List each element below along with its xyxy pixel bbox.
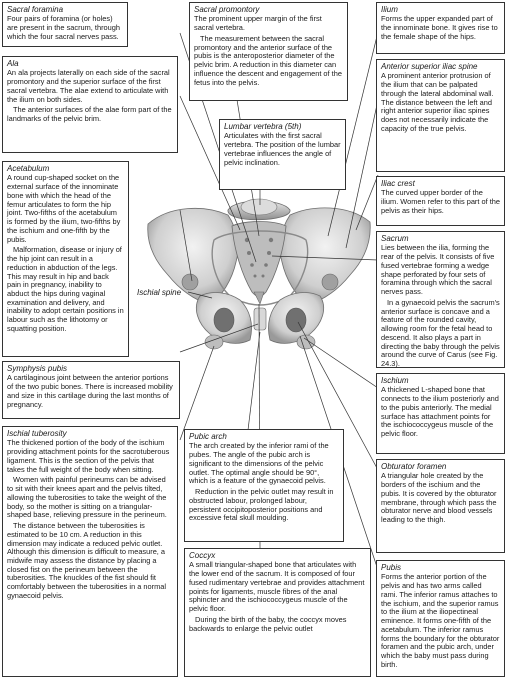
obturator-foramen-title: Obturator foramen — [381, 462, 447, 471]
callout-pubis: Pubis Forms the anterior portion of the … — [376, 560, 505, 677]
acetabulum-text-2: Malformation, disease or injury of the h… — [7, 245, 124, 333]
sacrum-text-1: Lies between the ilia, forming the rear … — [381, 243, 495, 297]
right-obturator-foramen-shape — [285, 307, 307, 333]
symphysis-pubis-text: A cartilaginous joint between the anteri… — [7, 373, 173, 409]
ischial-spine-label: Ischial spine — [137, 288, 182, 297]
ilium-text: Forms the upper expanded part of the inn… — [381, 14, 498, 41]
right-ilium-shape — [279, 207, 371, 306]
left-ilium-shape — [147, 207, 239, 306]
left-obturator-foramen-shape — [213, 307, 235, 333]
ischial-tuberosity-text-2: Women with painful perineums can be advi… — [7, 475, 167, 520]
callout-ala: Ala An ala projects laterally on each si… — [2, 56, 178, 153]
sacral-foramina-title: Sacral foramina — [7, 5, 64, 14]
acetabulum-text-1: A round cup-shaped socket on the externa… — [7, 173, 121, 244]
pubic-arch-text-1: The arch created by the inferior rami of… — [189, 441, 329, 486]
callout-sacral-foramina: Sacral foramina Four pairs of foramina (… — [2, 2, 128, 47]
asis-text: A prominent anterior protrusion of the i… — [381, 71, 494, 133]
ilium-title: Ilium — [381, 5, 398, 14]
callout-acetabulum: Acetabulum A round cup-shaped socket on … — [2, 161, 129, 357]
sacral-promontory-text-1: The prominent upper margin of the first … — [194, 14, 322, 33]
callout-pubic-arch: Pubic arch The arch created by the infer… — [184, 429, 344, 542]
ischial-tuberosity-text-1: The thickened portion of the body of the… — [7, 438, 170, 474]
symphysis-pubis-title: Symphysis pubis — [7, 364, 68, 373]
callout-iliac-crest: Iliac crest The curved upper border of t… — [376, 176, 505, 226]
sacrum-title: Sacrum — [381, 234, 409, 243]
pubis-text: Forms the anterior portion of the pelvis… — [381, 572, 500, 669]
obturator-foramen-text: A triangular hole created by the borders… — [381, 471, 497, 525]
iliac-crest-title: Iliac crest — [381, 179, 415, 188]
sacral-foramina-text: Four pairs of foramina (or holes) are pr… — [7, 14, 120, 41]
callout-symphysis-pubis: Symphysis pubis A cartilaginous joint be… — [2, 361, 180, 419]
callout-lumbar-vertebra: Lumbar vertebra (5th) Articulates with t… — [219, 119, 346, 190]
lumbar-vertebra-title: Lumbar vertebra (5th) — [224, 122, 302, 131]
callout-ischial-tuberosity: Ischial tuberosity The thickened portion… — [2, 426, 178, 677]
iliac-crest-text: The curved upper border of the ilium. Wo… — [381, 188, 500, 215]
symphysis-shape — [253, 307, 267, 331]
pubic-arch-title: Pubic arch — [189, 432, 227, 441]
ala-text-1: An ala projects laterally on each side o… — [7, 68, 170, 104]
coccyx-text-1: A small triangular-shaped bone that arti… — [189, 560, 365, 614]
sacral-promontory-text-2: The measurement between the sacral promo… — [194, 33, 342, 87]
ischium-title: Ischium — [381, 376, 409, 385]
callout-coccyx: Coccyx A small triangular-shaped bone th… — [184, 548, 371, 677]
sacral-promontory-title: Sacral promontory — [194, 5, 260, 14]
callout-obturator-foramen: Obturator foramen A triangular hole crea… — [376, 459, 505, 553]
pubic-arch-text-2: Reduction in the pelvic outlet may resul… — [189, 487, 334, 523]
ischial-tuberosity-title: Ischial tuberosity — [7, 429, 67, 438]
callout-sacrum: Sacrum Lies between the ilia, forming th… — [376, 231, 505, 368]
ala-text-2: The anterior surfaces of the alae form p… — [7, 105, 172, 124]
sacrum-text-2: In a gynaecoid pelvis the sacrum's anter… — [381, 297, 500, 368]
callout-ilium: Ilium Forms the upper expanded part of t… — [376, 2, 505, 54]
callout-ischium: Ischium A thickened L-shaped bone that c… — [376, 373, 505, 454]
ischium-text: A thickened L-shaped bone that connects … — [381, 385, 499, 439]
asis-title: Anterior superior iliac spine — [381, 62, 478, 71]
callout-asis: Anterior superior iliac spine A prominen… — [376, 59, 505, 172]
callout-sacral-promontory: Sacral promontory The prominent upper ma… — [189, 2, 348, 101]
ischial-tuberosity-text-3: The distance between the tuberosities is… — [7, 521, 166, 600]
coccyx-shape — [253, 291, 265, 305]
pubis-title: Pubis — [381, 563, 402, 572]
ala-title: Ala — [7, 59, 19, 68]
coccyx-text-2: During the birth of the baby, the coccyx… — [189, 614, 347, 633]
lumbar-vertebra-text: Articulates with the first sacral verteb… — [224, 131, 341, 167]
coccyx-title: Coccyx — [189, 551, 216, 560]
acetabulum-title: Acetabulum — [7, 164, 50, 173]
